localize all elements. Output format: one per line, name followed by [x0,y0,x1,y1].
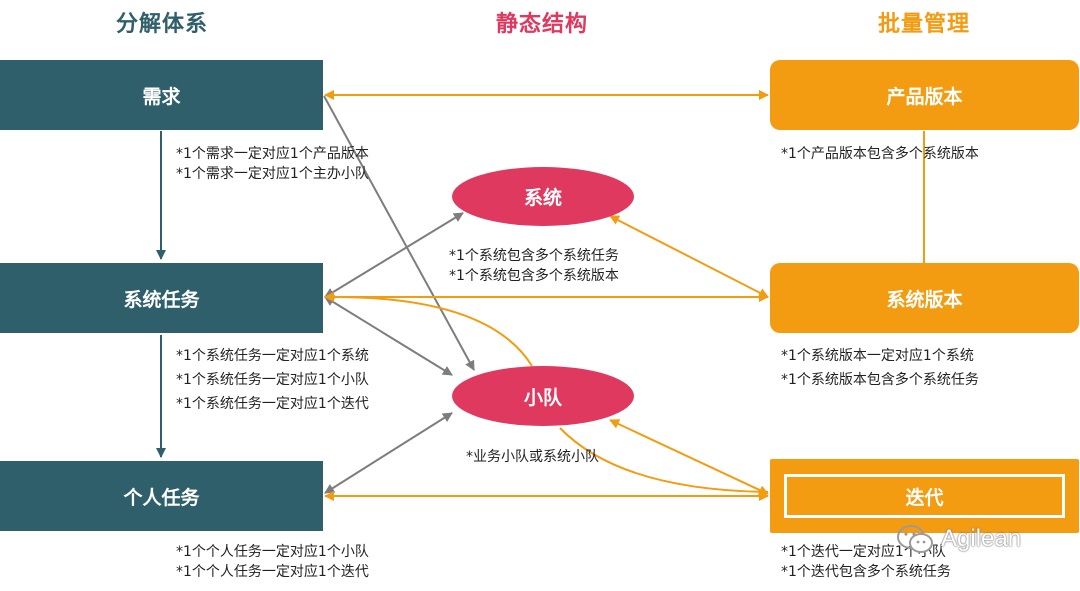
personal-task-label: 个人任务 [123,486,200,509]
arrow-system-task-team [324,296,453,376]
system-version-box: 系统版本 [770,263,1079,333]
note-line: *1个个人任务一定对应1个迭代 [176,564,369,580]
iteration-notes: *1个迭代一定对应1个小队 *1个迭代包含多个系统任务 [781,542,951,582]
note-line: *1个系统包含多个系统版本 [449,268,619,284]
watermark: Agilean [895,523,1021,555]
header-static-structure: 静态结构 [495,12,588,37]
personal-task-notes: *1个个人任务一定对应1个小队 *1个个人任务一定对应1个迭代 [176,542,369,582]
note-line: *1个系统版本包含多个系统任务 [781,372,979,388]
iteration-inner-frame: 迭代 [784,474,1065,518]
note-line: *1个产品版本包含多个系统版本 [781,146,979,162]
system-version-label: 系统版本 [886,288,963,311]
iteration-box: 迭代 [770,459,1079,533]
system-task-box: 系统任务 [0,263,323,333]
requirement-box: 需求 [0,60,323,130]
header-batch-management: 批量管理 [877,12,970,37]
note-line: *1个迭代包含多个系统任务 [781,564,951,580]
system-version-notes: *1个系统版本一定对应1个系统 *1个系统版本包含多个系统任务 [781,344,979,392]
watermark-text: Agilean [941,525,1022,552]
note-line: *1个系统包含多个系统任务 [449,248,619,264]
system-node: 系统 [452,167,634,226]
note-line: *业务小队或系统小队 [466,449,599,465]
note-line: *1个系统任务一定对应1个系统 [176,348,369,364]
arrow-personal-task-team [324,412,453,494]
system-notes: *1个系统包含多个系统任务 *1个系统包含多个系统版本 [449,246,619,286]
arrow-system-version-system [609,215,769,298]
product-version-box: 产品版本 [770,60,1079,130]
product-version-notes: *1个产品版本包含多个系统版本 [781,144,979,164]
note-line: *1个系统任务一定对应1个迭代 [176,396,369,412]
note-line: *1个个人任务一定对应1个小队 [176,544,369,560]
note-line: *1个需求一定对应1个主办小队 [176,166,369,182]
system-node-label: 系统 [523,187,562,209]
note-line: *1个系统版本一定对应1个系统 [781,348,974,364]
arrow-iteration-team [609,419,769,495]
header-decomposition: 分解体系 [115,12,208,37]
requirement-label: 需求 [142,85,181,108]
personal-task-box: 个人任务 [0,461,323,531]
team-node-label: 小队 [523,386,562,409]
note-line: *1个需求一定对应1个产品版本 [176,146,369,162]
wechat-icon [897,525,933,553]
note-line: *1个迭代一定对应1个小队 [781,544,946,560]
curve-system-task-team [324,291,533,367]
curve-team-iteration [559,427,769,493]
system-task-notes: *1个系统任务一定对应1个系统 *1个系统任务一定对应1个小队 *1个系统任务一… [176,344,369,416]
note-line: *1个系统任务一定对应1个小队 [176,372,369,388]
arrow-system-task-system [324,212,464,298]
iteration-label: 迭代 [905,486,944,509]
system-task-label: 系统任务 [123,288,200,311]
team-node: 小队 [452,366,634,426]
requirement-notes: *1个需求一定对应1个产品版本 *1个需求一定对应1个主办小队 [176,144,369,184]
team-notes: *业务小队或系统小队 [466,447,599,467]
arrow-requirement-to-team [323,95,475,371]
product-version-label: 产品版本 [886,85,963,108]
